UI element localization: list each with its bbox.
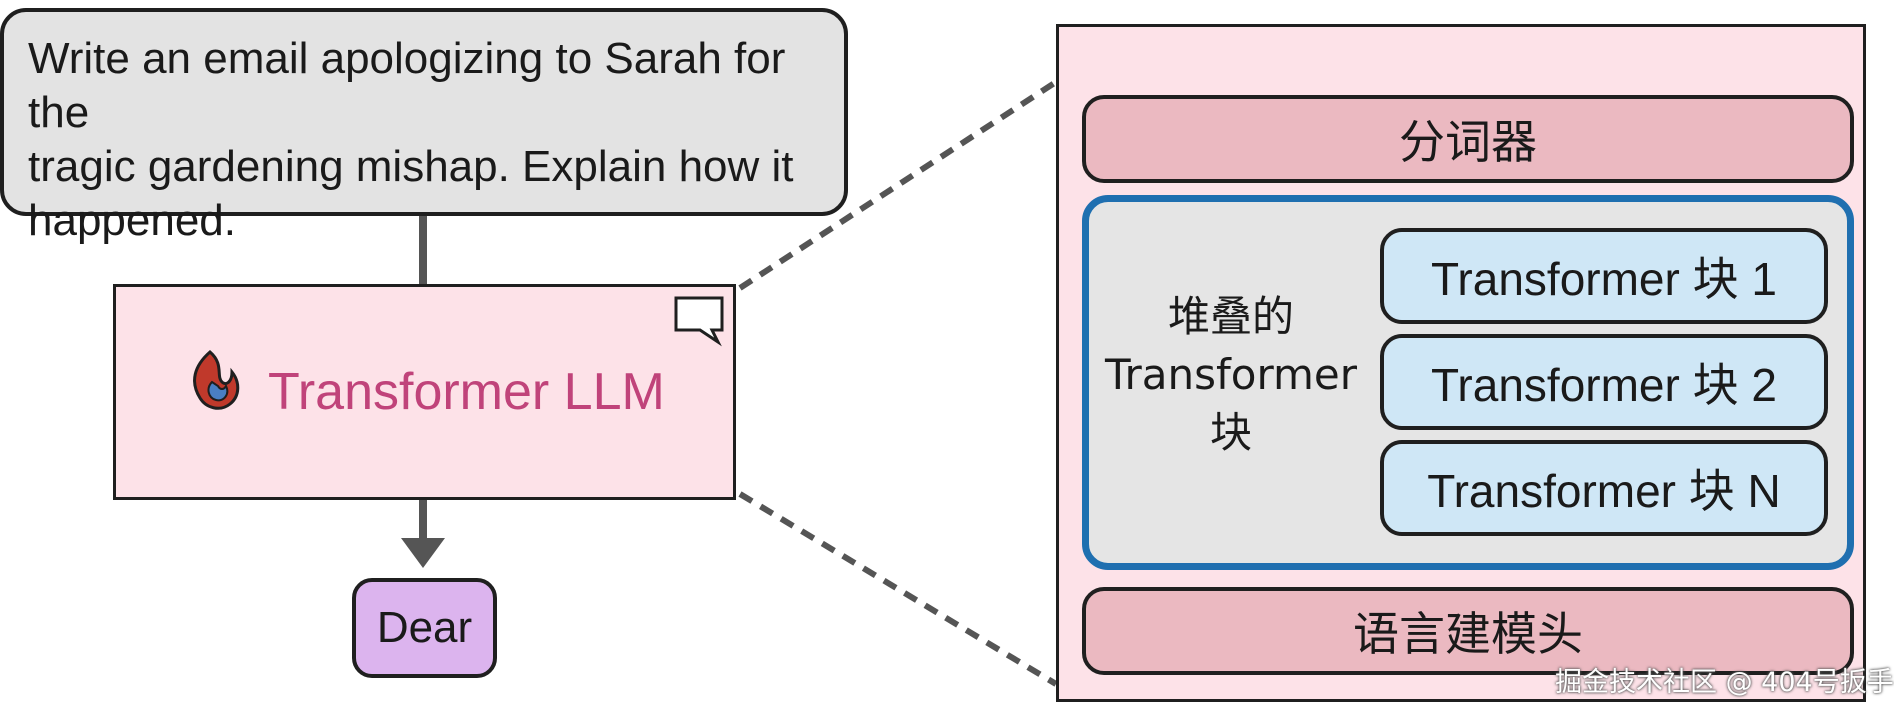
prompt-box: Write an email apologizing to Sarah for …: [0, 8, 848, 245]
transformer-block-n: Transformer 块 N: [1380, 440, 1828, 536]
watermark: 掘金技术社区 @ 404号扳手: [1555, 667, 1894, 698]
arrow-down-icon: [401, 538, 445, 568]
zoom-dashed-line-top: [738, 79, 1058, 291]
zoom-dashed-line-bottom: [738, 491, 1058, 687]
stack-label-line: 堆叠的: [1167, 292, 1294, 341]
prompt-line: happened.: [28, 196, 236, 245]
block-label: Transformer 块 2: [1431, 359, 1777, 411]
lm-head-bar: 语言建模头: [1082, 587, 1854, 675]
stack-label-line: Transformer: [1104, 350, 1358, 399]
block-label: Transformer 块 1: [1431, 253, 1777, 305]
prompt-line: Write an email apologizing to Sarah for …: [28, 34, 786, 137]
stack-label: 堆叠的 Transformer 块: [1097, 288, 1365, 462]
block-label: Transformer 块 N: [1427, 465, 1781, 517]
tokenizer-bar: 分词器: [1082, 95, 1854, 183]
transformer-llm-label: Transformer LLM: [268, 363, 665, 421]
output-token-box: Dear: [352, 578, 497, 678]
lm-head-label: 语言建模头: [1353, 607, 1583, 661]
fire-icon: [193, 350, 240, 410]
speech-bubble-icon: [674, 296, 724, 347]
stack-label-line: 块: [1209, 408, 1252, 457]
output-token-label: Dear: [376, 603, 473, 652]
tokenizer-label: 分词器: [1399, 115, 1537, 169]
transformer-block-1: Transformer 块 1: [1380, 228, 1828, 324]
transformer-block-2: Transformer 块 2: [1380, 334, 1828, 430]
prompt-line: tragic gardening mishap. Explain how it: [28, 142, 794, 191]
